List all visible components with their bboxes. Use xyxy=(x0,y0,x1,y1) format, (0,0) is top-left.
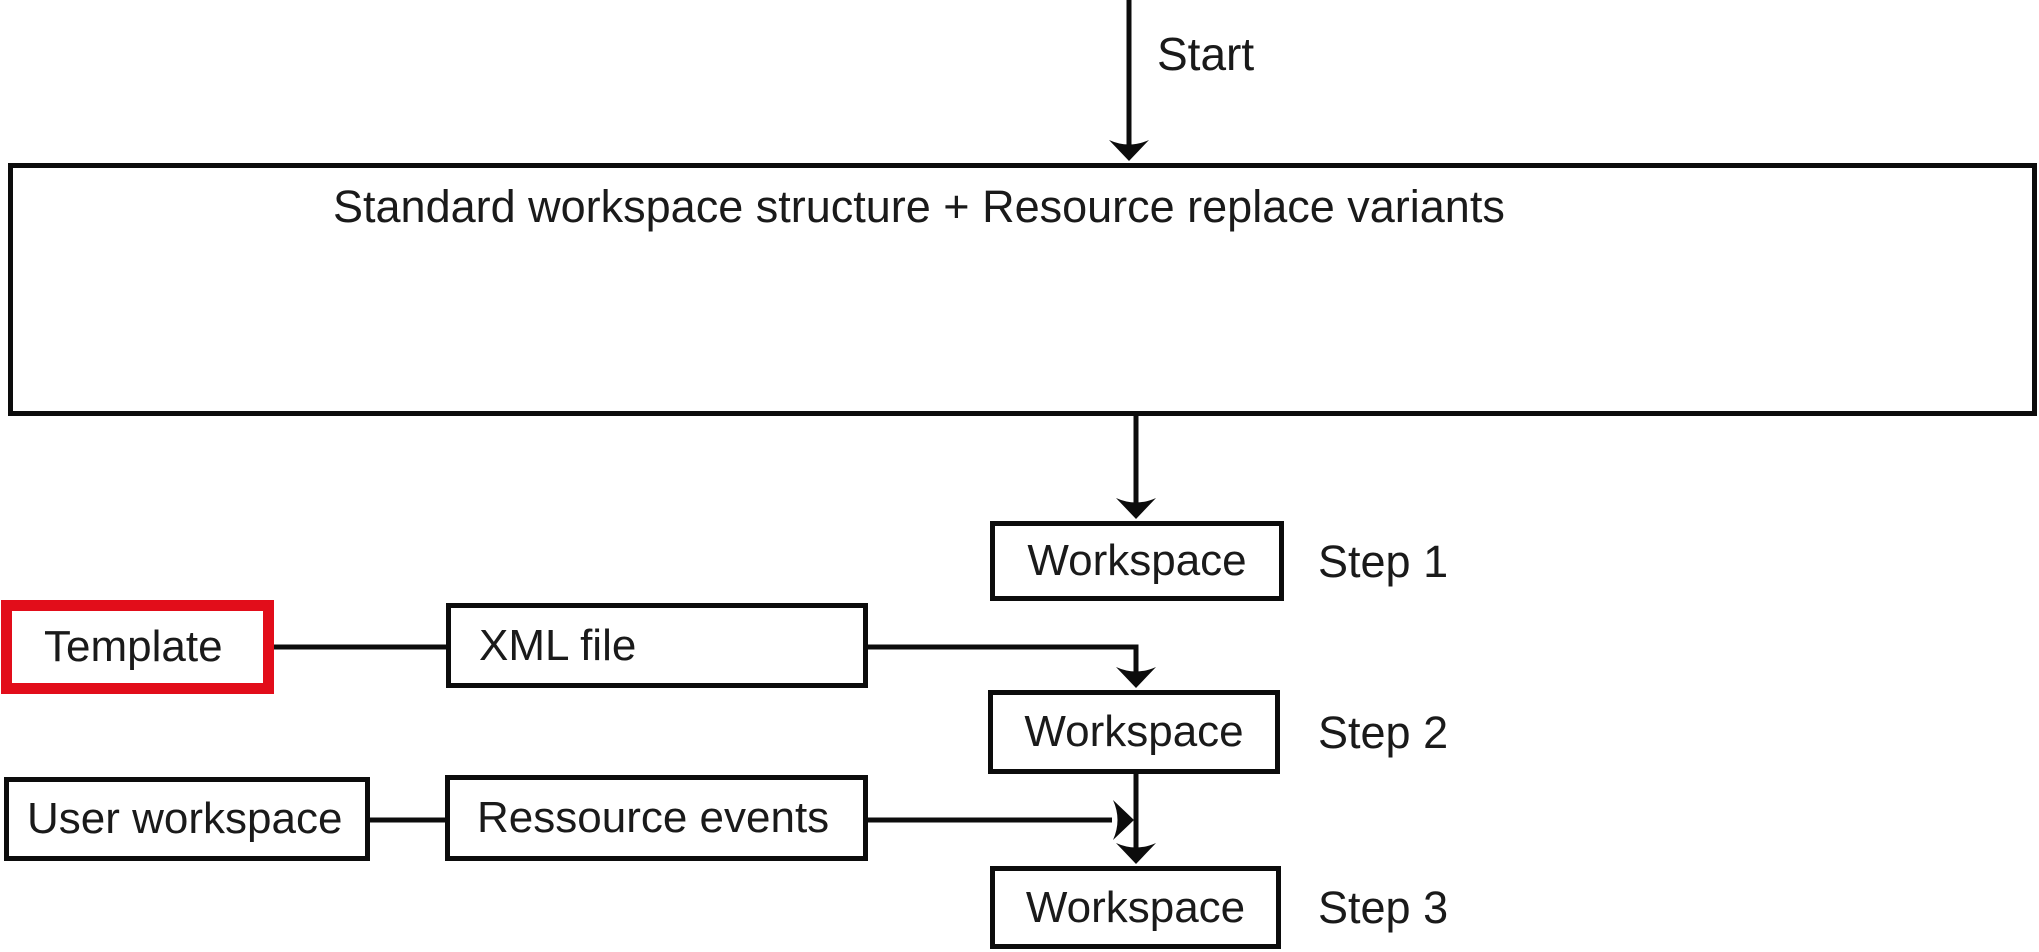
step2-label: Step 2 xyxy=(1318,706,1449,758)
user-workspace-box: User workspace xyxy=(4,777,370,861)
workspace-step3-label: Workspace xyxy=(1025,882,1246,932)
workspace-box-step1: Workspace xyxy=(990,521,1284,601)
step2-arrowhead-down-icon xyxy=(1116,667,1156,688)
step1-arrowhead-down-icon xyxy=(1116,498,1156,519)
ressource-events-label: Ressource events xyxy=(477,793,830,842)
main-structure-box: Standard workspace structure + Resource … xyxy=(8,163,2037,416)
main-structure-label: Standard workspace structure + Resource … xyxy=(333,181,1505,232)
ressource-events-box: Ressource events xyxy=(445,775,868,861)
workspace-step1-label: Workspace xyxy=(1027,536,1247,585)
template-label: Template xyxy=(44,622,223,671)
xml-file-box: XML file xyxy=(446,603,868,688)
step3-label: Step 3 xyxy=(1318,882,1449,933)
step1-label: Step 1 xyxy=(1318,535,1449,587)
start-arrowhead-down-icon xyxy=(1109,140,1149,161)
user-workspace-label: User workspace xyxy=(27,794,343,843)
junction-arrowhead-right-icon xyxy=(1113,800,1134,840)
step3-arrowhead-down-icon xyxy=(1116,843,1156,864)
xml-to-step2-line xyxy=(866,644,1139,672)
start-label: Start xyxy=(1157,28,1255,80)
workspace-box-step2: Workspace xyxy=(988,690,1280,774)
xml-file-label: XML file xyxy=(479,620,637,670)
workspace-box-step3: Workspace xyxy=(990,866,1281,949)
template-box-highlighted: Template xyxy=(1,600,274,694)
workspace-step2-label: Workspace xyxy=(1024,707,1244,756)
